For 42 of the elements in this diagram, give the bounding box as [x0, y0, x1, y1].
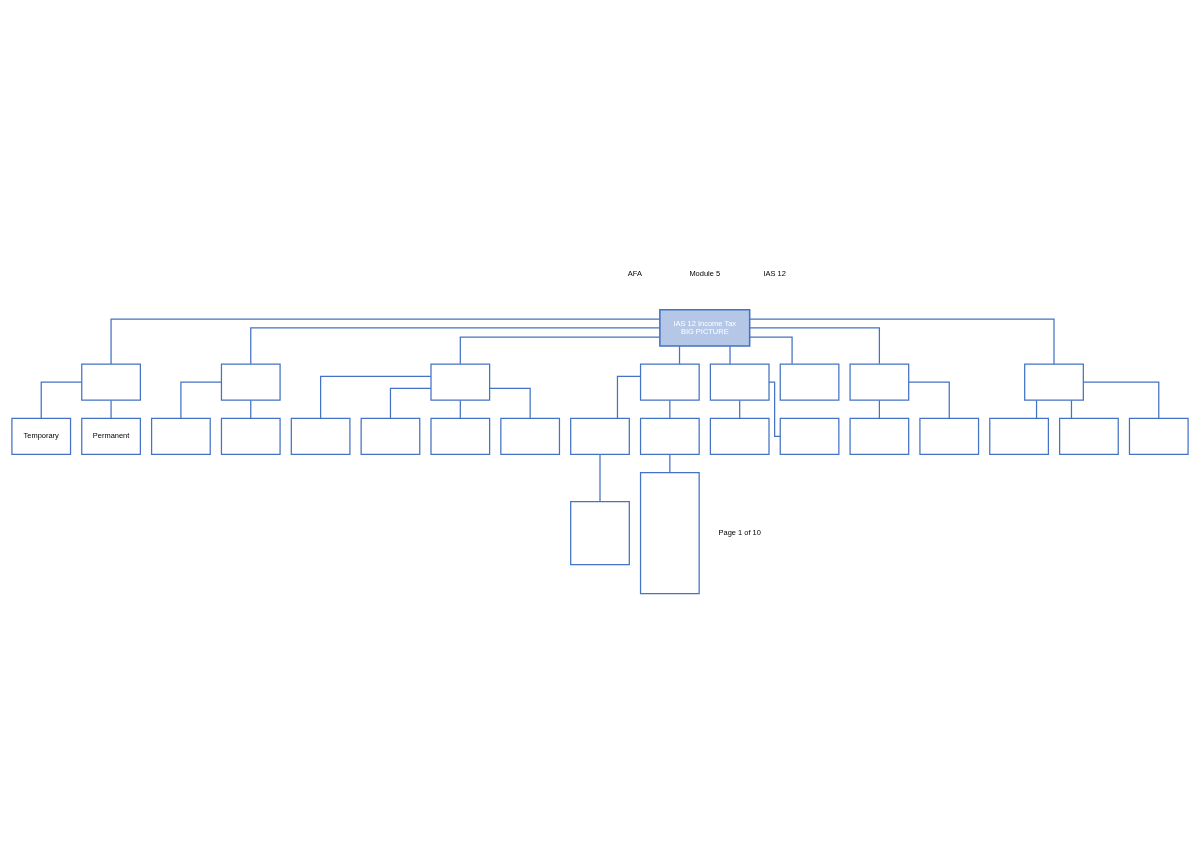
- node-box: [360, 417, 421, 456]
- connector: [389, 387, 432, 419]
- connector: [749, 318, 1055, 365]
- connector: [40, 381, 83, 419]
- connector: [180, 381, 222, 419]
- node-box: [849, 417, 910, 456]
- connector: [1082, 381, 1160, 419]
- node-box: [919, 417, 980, 456]
- node-box: [220, 363, 281, 401]
- connector: [749, 336, 793, 365]
- connector: [908, 381, 950, 419]
- node-box: [989, 417, 1049, 456]
- node-box: [709, 363, 770, 401]
- connector: [459, 336, 661, 365]
- node-box: [500, 417, 561, 456]
- node-box: [570, 500, 630, 566]
- node-box: [639, 363, 700, 401]
- connector: [616, 375, 641, 419]
- node-box: [639, 417, 700, 456]
- connector: [250, 327, 661, 365]
- node-box: [779, 363, 840, 401]
- node-box: [1024, 363, 1084, 401]
- connector: [110, 318, 661, 365]
- node-box: [849, 363, 910, 401]
- node-box: [220, 417, 281, 456]
- node-box: [639, 471, 700, 595]
- node-box: [570, 417, 630, 456]
- connector: [320, 375, 432, 419]
- node-box: [430, 417, 491, 456]
- node-box: [1059, 417, 1119, 456]
- node-box: [709, 417, 770, 456]
- connector: [599, 453, 601, 503]
- node-box: [290, 417, 351, 456]
- connector: [489, 387, 531, 419]
- node-box: [151, 417, 211, 456]
- node-box: [1128, 417, 1189, 456]
- node-box: [779, 417, 840, 456]
- connector: [110, 399, 112, 419]
- node-box: [430, 363, 491, 401]
- connector: [729, 345, 731, 365]
- node-box: [81, 363, 141, 401]
- connector: [749, 327, 880, 365]
